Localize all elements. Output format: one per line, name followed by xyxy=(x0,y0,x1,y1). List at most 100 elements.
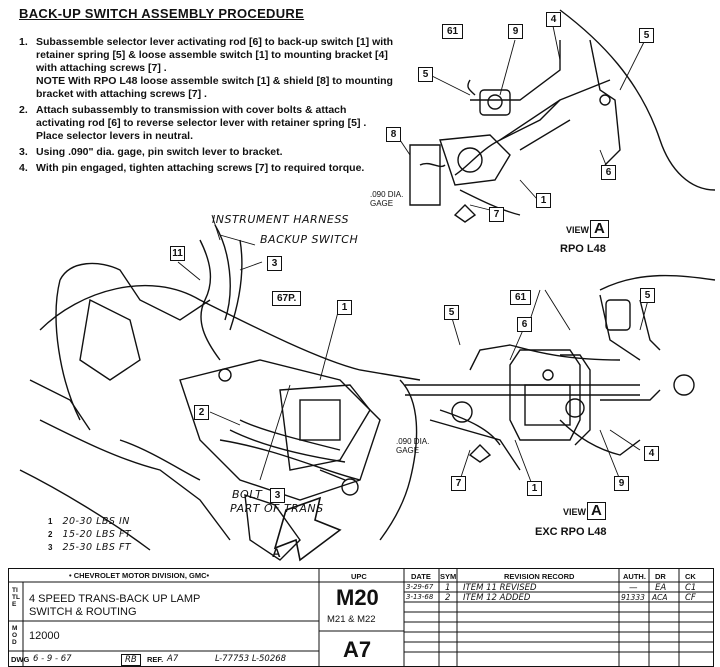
view-bottom-callout: 7 xyxy=(451,476,466,491)
view-top-caption: RPO L48 xyxy=(560,243,606,255)
view-top-callout: 9 xyxy=(508,24,523,39)
revision-record: ITEM 12 ADDED xyxy=(463,593,531,603)
revision-sym: 1 xyxy=(445,583,451,593)
view-bottom-ref-tag: 61 xyxy=(510,290,532,305)
view-bottom-callout: 5 xyxy=(640,288,655,303)
procedure-title: BACK-UP SWITCH ASSEMBLY PROCEDURE xyxy=(19,6,305,21)
view-letter: A xyxy=(590,220,609,238)
revision-auth: — xyxy=(629,583,638,593)
view-word: VIEW xyxy=(563,507,587,517)
revision-date: 3-13-68 xyxy=(406,593,434,601)
torque-value: 20-30 LBS IN xyxy=(62,516,130,527)
procedure-steps: 1. Subassemble selector lever activating… xyxy=(19,36,394,178)
revision-sym: 2 xyxy=(445,593,451,603)
rev-header-sym: SYM xyxy=(440,572,457,581)
step-number: 3. xyxy=(19,146,28,158)
view-bottom-gage-label: .090 DIA. GAGE xyxy=(396,437,430,455)
dwg-initials: RB xyxy=(121,654,141,666)
torque-callout: 3 xyxy=(48,543,53,552)
title-block-grid xyxy=(9,569,713,666)
revision-ck: C1 xyxy=(685,583,697,593)
assembly-illustration xyxy=(19,9,716,562)
main-callout: 2 xyxy=(194,405,209,420)
view-top-gage-label: .090 DIA. GAGE xyxy=(370,190,404,208)
section-code: A7 xyxy=(343,637,372,662)
view-top-callout: 7 xyxy=(489,207,504,222)
rev-header-ck: CK xyxy=(685,572,696,581)
backup-switch-label: BACKUP SWITCH xyxy=(260,233,359,246)
upc-sub: M21 & M22 xyxy=(327,614,376,625)
step-text: Attach subassembly to transmission with … xyxy=(36,104,367,142)
revision-ck: CF xyxy=(685,593,696,603)
torque-row: 2 15-20 LBS FT xyxy=(48,524,132,540)
dwg-date: 6 - 9 - 67 xyxy=(33,654,72,664)
view-arrow-letter: A xyxy=(272,546,281,560)
procedure-step: 2. Attach subassembly to transmission wi… xyxy=(19,104,394,143)
step-number: 2. xyxy=(19,104,28,116)
torque-value: 25-30 LBS FT xyxy=(62,542,132,553)
torque-row: 1 20-30 LBS IN xyxy=(48,511,131,527)
view-top-callout: 1 xyxy=(536,193,551,208)
bolt-label: BOLT xyxy=(232,488,263,501)
view-top-callout: 5 xyxy=(639,28,654,43)
revision-record: ITEM 11 REVISED xyxy=(463,583,537,593)
view-bottom-callout: 6 xyxy=(517,317,532,332)
drawing-title-line2: SWITCH & ROUTING xyxy=(29,606,137,618)
view-top-callout: 6 xyxy=(601,165,616,180)
dwg-label: DWG xyxy=(11,655,30,664)
mod-side-label: MOD xyxy=(12,625,18,646)
title-side-label: TITLE xyxy=(12,587,20,608)
instrument-harness-label: INSTRUMENT HARNESS xyxy=(212,213,349,226)
view-bottom-callout: 5 xyxy=(444,305,459,320)
ref-value: A7 xyxy=(167,654,179,664)
step-text: Subassemble selector lever activating ro… xyxy=(36,36,394,74)
part-of-trans-label: PART OF TRANS xyxy=(230,502,324,515)
rev-header-date: DATE xyxy=(411,572,431,581)
view-top-callout: 8 xyxy=(386,127,401,142)
torque-value: 15-20 LBS FT xyxy=(62,529,132,540)
rev-header-record: REVISION RECORD xyxy=(504,572,575,581)
view-bottom-callout: 1 xyxy=(527,481,542,496)
torque-specs: 1 20-30 LBS IN 2 15-20 LBS FT 3 25-30 LB… xyxy=(48,511,132,553)
step-text: Using .090" dia. gage, pin switch lever … xyxy=(36,146,283,158)
step-number: 1. xyxy=(19,36,28,48)
step-note: NOTE With RPO L48 loose assemble switch … xyxy=(36,75,393,100)
main-assembly-drawing xyxy=(19,224,421,562)
view-top-callout: 5 xyxy=(418,67,433,82)
view-top-ref-tag: 61 xyxy=(442,24,464,39)
step-number: 4. xyxy=(19,162,28,174)
model-number: 12000 xyxy=(29,630,60,642)
view-bottom-callout: 9 xyxy=(614,476,629,491)
revision-auth: 91333 xyxy=(621,593,645,602)
view-rpo-l48-drawing xyxy=(409,9,716,223)
view-bottom-caption: EXC RPO L48 xyxy=(535,526,607,538)
leader-lines xyxy=(177,25,649,488)
view-top-callout: 4 xyxy=(546,12,561,27)
torque-callout: 2 xyxy=(48,530,53,539)
torque-row: 3 25-30 LBS FT xyxy=(48,537,132,553)
revision-dr: ACA xyxy=(652,593,668,602)
upc-code: M20 xyxy=(336,585,379,610)
main-callout: 1 xyxy=(337,300,352,315)
ref-label: REF. xyxy=(147,655,164,664)
rev-header-dr: DR xyxy=(655,572,666,581)
view-letter: A xyxy=(587,502,606,520)
ref-numbers: L-77753 L-50268 xyxy=(215,654,287,664)
title-block: • CHEVROLET MOTOR DIVISION, GMC• TITLE M… xyxy=(8,568,714,667)
division-name: • CHEVROLET MOTOR DIVISION, GMC• xyxy=(69,571,210,580)
main-callout: 3 xyxy=(267,256,282,271)
main-callout: 11 xyxy=(170,246,185,261)
procedure-step: 3. Using .090" dia. gage, pin switch lev… xyxy=(19,146,394,159)
view-bottom-callout: 4 xyxy=(644,446,659,461)
view-word: VIEW xyxy=(566,225,590,235)
upc-header: UPC xyxy=(351,572,367,581)
step-text: With pin engaged, tighten attaching scre… xyxy=(36,162,365,174)
view-exc-rpo-l48-drawing xyxy=(405,274,716,471)
procedure-step: 1. Subassemble selector lever activating… xyxy=(19,36,394,101)
bolt-callout: 3 xyxy=(270,488,285,503)
torque-callout: 1 xyxy=(48,517,53,526)
revision-date: 3-29-67 xyxy=(406,583,434,591)
drawing-title-line1: 4 SPEED TRANS-BACK UP LAMP xyxy=(29,593,201,605)
